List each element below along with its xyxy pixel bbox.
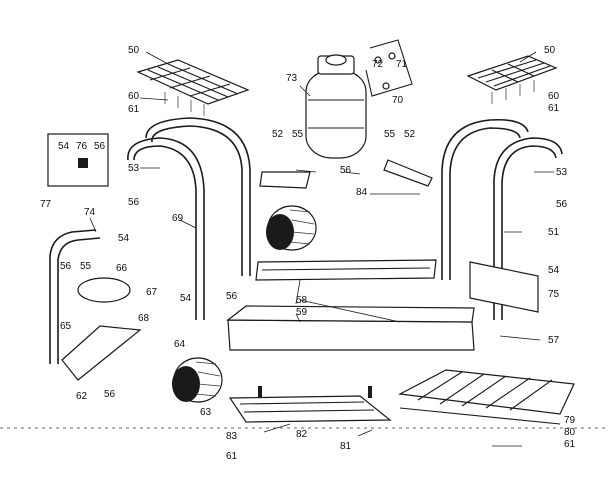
label-57: 57 — [548, 335, 560, 346]
label-82: 82 — [296, 429, 308, 440]
warming-rack-right — [466, 55, 558, 104]
leg-frame-left — [127, 117, 251, 320]
label-71: 71 — [396, 59, 408, 70]
label-56-shelf: 56 — [60, 261, 72, 272]
propane-tank — [305, 54, 367, 159]
label-74: 74 — [84, 207, 96, 218]
leg-frame-right — [441, 118, 563, 320]
label-56-center: 56 — [340, 165, 352, 176]
label-50-right: 50 — [544, 45, 556, 56]
label-76: 76 — [76, 141, 88, 152]
leader-lines — [89, 51, 554, 447]
label-55-shelf: 55 — [80, 261, 92, 272]
label-77: 77 — [40, 199, 52, 210]
fitting-parts-group — [365, 39, 413, 97]
label-83: 83 — [226, 431, 238, 442]
label-60-right: 60 — [548, 91, 560, 102]
label-54-box: 54 — [58, 141, 70, 152]
label-61-left-bottom: 61 — [226, 451, 238, 462]
warming-rack-left — [136, 59, 250, 116]
label-81: 81 — [340, 441, 352, 452]
wheel-lower — [172, 357, 223, 403]
label-56-right-frame: 56 — [556, 199, 568, 210]
label-56-lower: 56 — [104, 389, 116, 400]
label-52-right: 52 — [404, 129, 416, 140]
label-66: 66 — [116, 263, 128, 274]
label-70: 70 — [392, 95, 404, 106]
label-64: 64 — [174, 339, 186, 350]
label-65: 65 — [60, 321, 72, 332]
label-68: 68 — [138, 313, 150, 324]
label-59: 59 — [296, 307, 308, 318]
label-55-right: 55 — [384, 129, 396, 140]
bracket-left — [259, 171, 311, 189]
label-51: 51 — [548, 227, 560, 238]
label-63: 63 — [200, 407, 212, 418]
label-52-left: 52 — [272, 129, 284, 140]
label-79: 79 — [564, 415, 576, 426]
label-61-left-top: 61 — [128, 104, 140, 115]
label-62: 62 — [76, 391, 88, 402]
label-67: 67 — [146, 287, 158, 298]
wheel-upper — [266, 205, 317, 251]
label-58: 58 — [296, 295, 308, 306]
label-72: 72 — [372, 59, 384, 70]
side-shelf-frame — [49, 229, 142, 381]
label-56-box: 56 — [94, 141, 106, 152]
label-54-shelf: 54 — [118, 233, 130, 244]
hardware-box — [47, 133, 109, 187]
label-54-leg: 54 — [180, 293, 192, 304]
label-69: 69 — [172, 213, 184, 224]
front-shelf — [228, 386, 392, 423]
bottom-tray — [226, 299, 475, 351]
label-73: 73 — [286, 73, 298, 84]
slatted-shelf — [398, 369, 575, 425]
label-80: 80 — [564, 427, 576, 438]
label-53-right: 53 — [556, 167, 568, 178]
label-53-left: 53 — [128, 163, 140, 174]
label-84: 84 — [356, 187, 368, 198]
label-55-left: 55 — [292, 129, 304, 140]
label-56-axle: 56 — [226, 291, 238, 302]
bracket-right — [383, 159, 433, 187]
label-54-right: 54 — [548, 265, 560, 276]
label-56-left-frame: 56 — [128, 197, 140, 208]
label-60-left: 60 — [128, 91, 140, 102]
label-50-left: 50 — [128, 45, 140, 56]
label-61-right-top: 61 — [548, 103, 560, 114]
side-panel — [469, 261, 539, 313]
axle-bar — [255, 259, 437, 281]
label-75: 75 — [548, 289, 560, 300]
label-61-right-bottom: 61 — [564, 439, 576, 450]
